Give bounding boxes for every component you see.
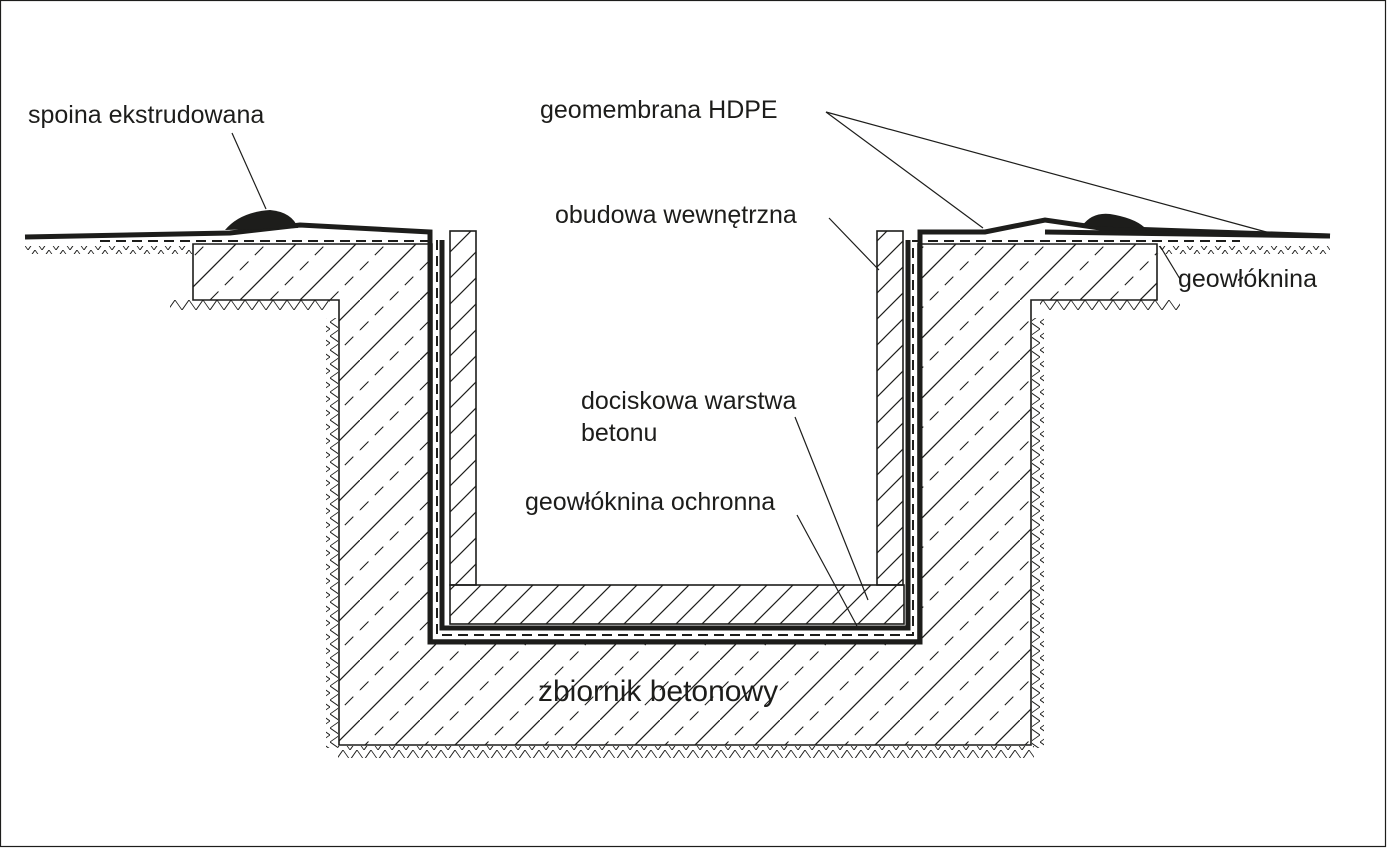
pressure-concrete-layer <box>449 584 905 625</box>
label-protective-geotextile: geowłóknina ochronna <box>525 488 776 516</box>
label-pressure-layer-line1: dociskowa warstwa <box>581 387 797 415</box>
inner-casing-right <box>876 230 904 586</box>
soil-hatching <box>25 246 1330 758</box>
weld-left <box>225 210 298 230</box>
weld-right <box>1082 213 1145 228</box>
label-tank: zbiornik betonowy <box>538 675 779 708</box>
label-inner-casing: obudowa wewnętrzna <box>555 201 797 229</box>
inner-casing-left <box>449 230 477 586</box>
label-geomembrane: geomembrana HDPE <box>540 96 778 124</box>
label-weld: spoina ekstrudowana <box>28 101 265 129</box>
label-pressure-layer-line2: betonu <box>581 419 658 447</box>
label-geotextile: geowłóknina <box>1178 265 1317 293</box>
leader-lines <box>231 111 1271 627</box>
